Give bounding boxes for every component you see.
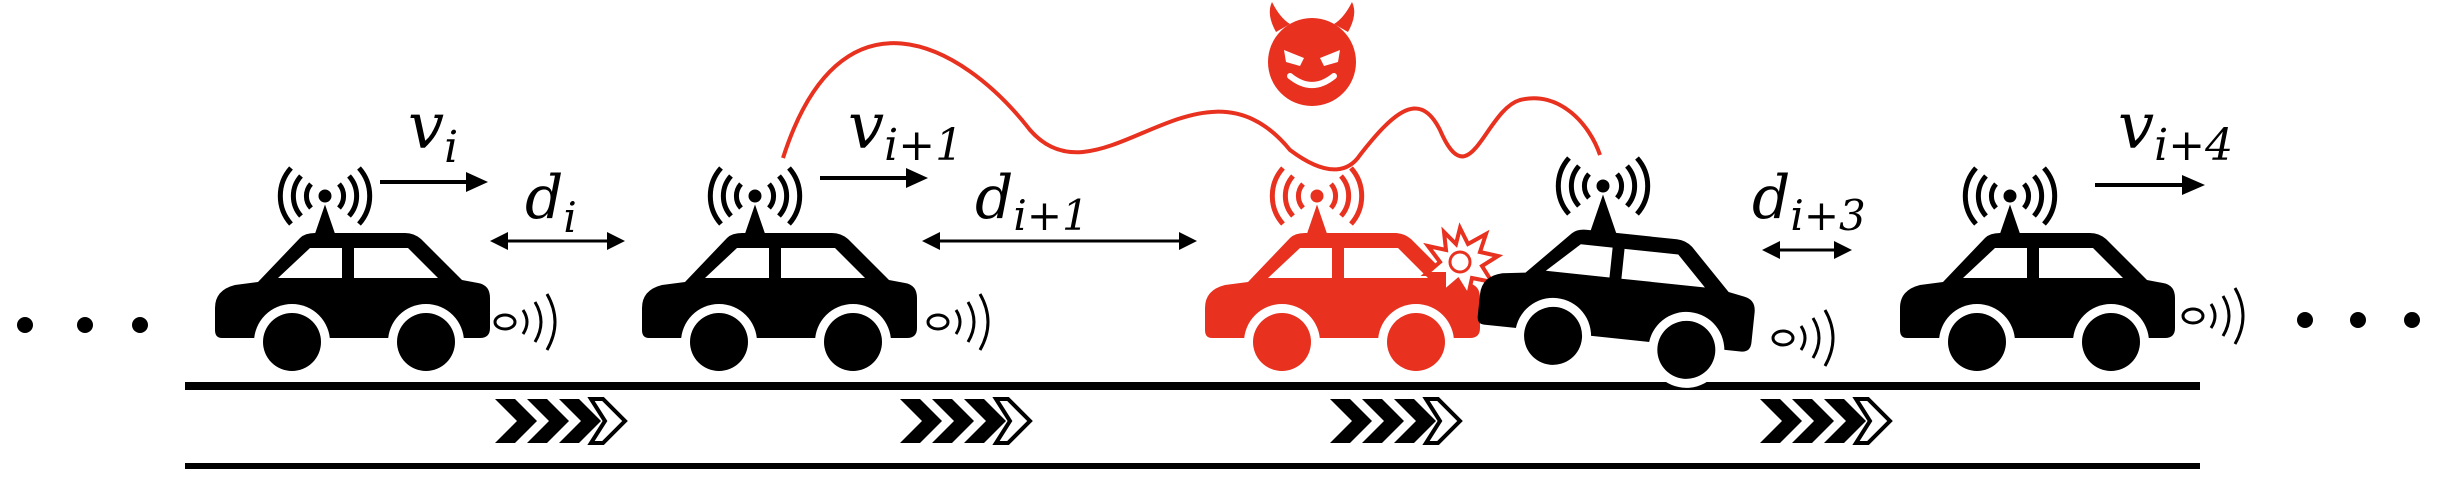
chevron-arrows-icon [1758, 397, 1892, 445]
attack-link-line [781, 41, 1602, 172]
vehicle-i-plus-1 [642, 168, 990, 380]
devil-icon [1268, 2, 1356, 106]
distance-arrowhead [490, 232, 508, 250]
dots-icon [2297, 312, 2420, 328]
sensor-wave-icon [2181, 286, 2245, 346]
velocity-arrowhead [466, 172, 488, 192]
antenna-icon [1272, 168, 1361, 244]
distance-arrowhead [607, 232, 625, 250]
distance-arrowhead [922, 232, 940, 250]
label-d-i: di [525, 163, 577, 242]
vehicle-i-plus-4 [1900, 168, 2245, 380]
label-v-i-plus-1: vi+1 [848, 90, 963, 171]
distance-arrowhead [1179, 232, 1197, 250]
car-icon [1900, 233, 2175, 380]
antenna-icon [1558, 158, 1647, 234]
distance-arrowhead [1834, 241, 1852, 259]
label-v-i: vi [408, 90, 458, 173]
car-icon [642, 233, 917, 380]
velocity-arrowhead [2182, 175, 2205, 195]
sensor-wave-icon [1771, 308, 1835, 368]
velocity-arrowhead [906, 168, 928, 188]
car-icon [215, 233, 490, 380]
antenna-icon [280, 168, 369, 244]
chevron-arrows-icon [1328, 397, 1462, 445]
sensor-wave-icon [493, 292, 557, 352]
car-icon [1472, 219, 1762, 395]
vehicle-i [215, 168, 557, 380]
antenna-icon [710, 168, 799, 244]
label-d-i-plus-1: di+1 [975, 163, 1089, 240]
sensor-wave-icon [926, 292, 990, 352]
label-v-i-plus-4: vi+4 [2118, 90, 2233, 171]
antenna-icon [1965, 168, 2054, 244]
dots-icon [17, 317, 148, 333]
collision-burst-icon [1420, 222, 1504, 302]
chevron-arrows-icon [493, 397, 627, 445]
distance-arrowhead [1762, 241, 1780, 259]
chevron-arrows-icon [898, 397, 1032, 445]
label-d-i-plus-3: di+3 [1752, 163, 1866, 240]
